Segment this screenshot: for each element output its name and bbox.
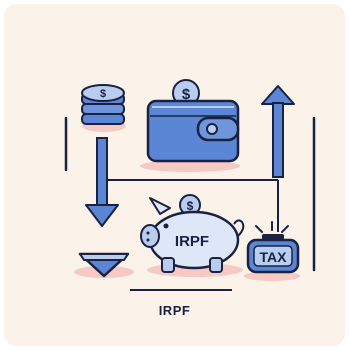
piggy-label: IRPF — [175, 233, 209, 250]
down-arrow-icon — [85, 137, 119, 227]
funnel-icon — [74, 252, 134, 278]
tax-box-icon: TAX — [244, 221, 300, 281]
tax-label: TAX — [260, 249, 288, 265]
wallet-coin-dollar-sign: $ — [182, 86, 191, 103]
diagram-caption: IRPF — [158, 303, 191, 318]
coin-stack-icon: $ — [81, 84, 126, 132]
piggy-bank-icon: $ IRPF — [140, 194, 245, 277]
coin-dollar-sign: $ — [100, 88, 106, 100]
up-arrow-icon — [261, 85, 295, 178]
wallet-icon: $ — [140, 79, 240, 172]
piggy-coin-dollar-sign: $ — [187, 199, 194, 213]
